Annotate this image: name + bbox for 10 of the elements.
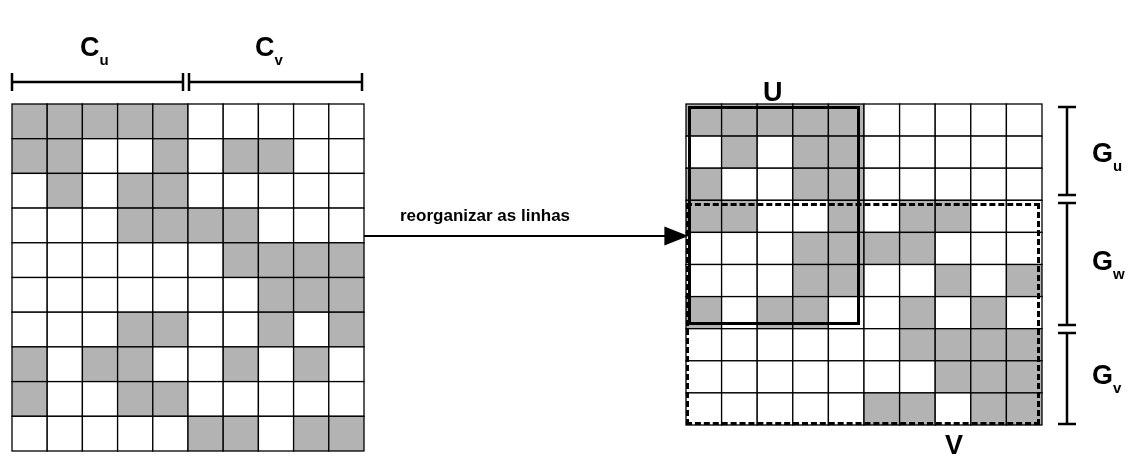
dimension-label: G$_{u}$ [1092, 138, 1123, 176]
dimension-label: G$_{w}$ [1092, 246, 1125, 284]
arrow [363, 226, 689, 246]
dimension-label: C$_{v}$ [255, 32, 283, 70]
matrix-grid [12, 104, 364, 451]
edge-label: reorganizar as linhas [400, 206, 571, 226]
block-label: U [763, 77, 783, 107]
dimension-label: C$_{u}$ [80, 32, 109, 70]
block-label: V [945, 430, 963, 460]
dimension-label: G$_{v}$ [1092, 360, 1122, 398]
